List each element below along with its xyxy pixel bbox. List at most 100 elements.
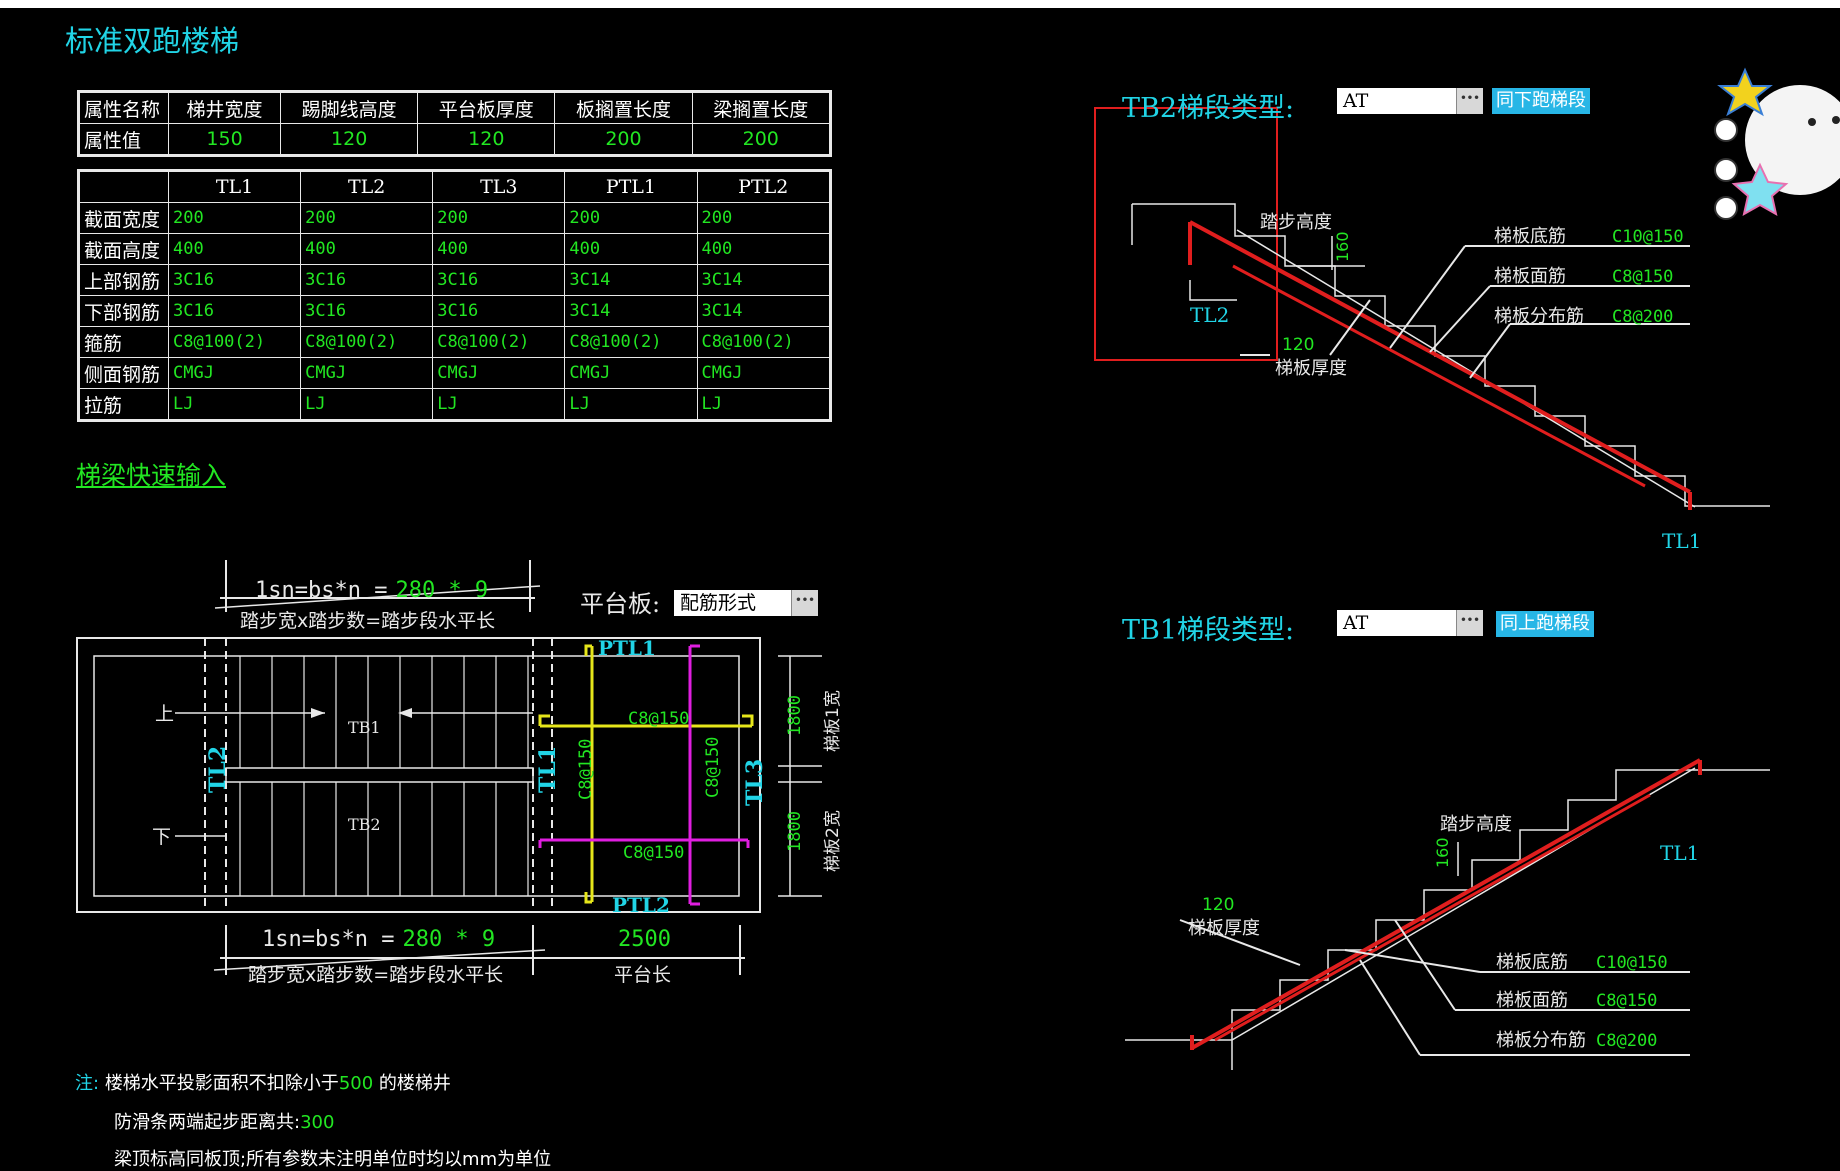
same-as-upper-button[interactable]: 同上跑梯段: [1496, 611, 1594, 637]
platform-rebar-combo[interactable]: 配筋形式 ···: [674, 590, 818, 616]
tb2-thickness-label: 梯板厚度: [1275, 358, 1347, 379]
tb1-thickness-label: 梯板厚度: [1188, 918, 1260, 939]
value-cell[interactable]: 3C16: [432, 264, 566, 296]
value-cell[interactable]: 200: [300, 202, 434, 234]
tb2-plan-label: TB2: [348, 815, 381, 834]
tb2-step-height: 160: [1333, 231, 1352, 262]
tb2-beam-top: TL2: [1190, 303, 1229, 327]
row-label: 拉筋: [78, 388, 169, 421]
value-cell[interactable]: LJ: [300, 388, 434, 421]
value-cell[interactable]: 200: [432, 202, 566, 234]
header-cell: 平台板厚度: [417, 91, 556, 124]
tb1-bottom-rebar: C10@150: [1596, 953, 1668, 973]
table-row: 属性名称 梯井宽度 踢脚线高度 平台板厚度 板搁置长度 梁搁置长度: [78, 91, 832, 124]
value-cell[interactable]: C8@100(2): [300, 326, 434, 358]
value-cell[interactable]: 200: [564, 202, 698, 234]
rebar-v-left: C8@150: [576, 739, 596, 800]
value-cell[interactable]: C8@100(2): [167, 326, 302, 358]
column-header: PTL1: [564, 170, 698, 203]
tb2-bottom-rebar-label: 梯板底筋: [1494, 226, 1566, 247]
row-label: 属性值: [78, 123, 169, 156]
value-cell[interactable]: 200: [691, 123, 832, 156]
corner-cell: [78, 170, 169, 203]
rebar-v-right: C8@150: [703, 737, 723, 798]
tb1-thickness: 120: [1202, 895, 1234, 915]
value-cell[interactable]: C8@100(2): [564, 326, 698, 358]
value-cell[interactable]: 3C16: [167, 264, 302, 296]
tb1-type-value: AT: [1343, 612, 1369, 634]
ellipsis-icon[interactable]: ···: [1456, 610, 1483, 636]
row-label: 截面高度: [78, 233, 169, 265]
value-cell[interactable]: 3C16: [300, 295, 434, 327]
width1-label: 梯板1宽: [823, 690, 843, 752]
tl2-plan-label: TL2: [205, 746, 231, 793]
value-cell[interactable]: 3C14: [564, 264, 698, 296]
ellipsis-icon[interactable]: ···: [791, 590, 818, 616]
value-cell[interactable]: 200: [696, 202, 831, 234]
platform-label: 平台板:: [580, 590, 660, 618]
down-label: 下: [152, 826, 171, 848]
note-line-3: 梁顶标高同板顶;所有参数未注明单位时均以mm为单位: [114, 1149, 552, 1170]
value-cell[interactable]: 400: [564, 233, 698, 265]
tb2-type-combo[interactable]: AT ···: [1337, 88, 1483, 114]
value-cell[interactable]: 150: [167, 123, 282, 156]
stair-plan: [76, 560, 822, 975]
width2-label: 梯板2宽: [823, 810, 843, 872]
note-line-2: 防滑条两端起步距离共:300: [114, 1112, 335, 1133]
tb2-bottom-rebar: C10@150: [1612, 227, 1684, 247]
value-cell[interactable]: CMGJ: [564, 357, 698, 389]
same-as-lower-button[interactable]: 同下跑梯段: [1492, 88, 1590, 114]
value-cell[interactable]: 400: [300, 233, 434, 265]
tb1-title: TB1梯段类型:: [1122, 615, 1295, 646]
tb2-top-rebar-label: 梯板面筋: [1494, 266, 1566, 287]
tb2-top-rebar: C8@150: [1612, 267, 1673, 287]
value-cell[interactable]: 200: [554, 123, 693, 156]
value-cell[interactable]: 3C14: [696, 264, 831, 296]
table-row: 属性值 150 120 120 200 200: [78, 123, 832, 156]
properties-table: 属性名称 梯井宽度 踢脚线高度 平台板厚度 板搁置长度 梁搁置长度 属性值 15…: [77, 90, 832, 157]
value-cell[interactable]: LJ: [564, 388, 698, 421]
plan-bottom-caption: 踏步宽x踏步数=踏步段水平长: [248, 964, 503, 986]
top-border: [0, 0, 1840, 8]
header-cell: 梁搁置长度: [691, 91, 832, 124]
value-cell[interactable]: 3C14: [564, 295, 698, 327]
value-cell[interactable]: CMGJ: [696, 357, 831, 389]
tb1-section: [1125, 758, 1770, 1070]
column-header: TL2: [300, 170, 434, 203]
value-cell[interactable]: 400: [167, 233, 302, 265]
platform-combo-value: 配筋形式: [680, 592, 757, 614]
value-cell[interactable]: 120: [417, 123, 556, 156]
rebar-h-top: C8@150: [628, 709, 689, 729]
tb1-type-combo[interactable]: AT ···: [1337, 610, 1483, 636]
note-line-1: 注: 楼梯水平投影面积不扣除小于500 的楼梯井: [75, 1073, 451, 1094]
value-cell[interactable]: 400: [432, 233, 566, 265]
value-cell[interactable]: LJ: [432, 388, 566, 421]
quick-input-link[interactable]: 梯梁快速输入: [76, 461, 227, 490]
value-cell[interactable]: CMGJ: [167, 357, 302, 389]
value-cell[interactable]: LJ: [167, 388, 302, 421]
ellipsis-icon[interactable]: ···: [1456, 88, 1483, 114]
header-cell: 板搁置长度: [554, 91, 693, 124]
tb2-beam-bottom: TL1: [1662, 529, 1701, 553]
row-label: 箍筋: [78, 326, 169, 358]
value-cell[interactable]: CMGJ: [432, 357, 566, 389]
tb1-top-rebar-label: 梯板面筋: [1496, 990, 1568, 1011]
value-cell[interactable]: LJ: [696, 388, 831, 421]
value-cell[interactable]: 120: [280, 123, 419, 156]
tb1-step-height-label: 踏步高度: [1440, 814, 1512, 835]
plan-top-caption: 踏步宽x踏步数=踏步段水平长: [240, 610, 495, 632]
ptl2-label: PTL2: [612, 893, 670, 917]
value-cell[interactable]: C8@100(2): [696, 326, 831, 358]
value-cell[interactable]: 400: [696, 233, 831, 265]
column-header: PTL2: [696, 170, 831, 203]
tb1-bottom-rebar-label: 梯板底筋: [1496, 952, 1568, 973]
tb1-top-rebar: C8@150: [1596, 991, 1657, 1011]
mascot-sticker: [1714, 67, 1840, 220]
tb2-step-height-label: 踏步高度: [1260, 212, 1332, 233]
value-cell[interactable]: C8@100(2): [432, 326, 566, 358]
tb2-dist-rebar-label: 梯板分布筋: [1494, 306, 1584, 327]
